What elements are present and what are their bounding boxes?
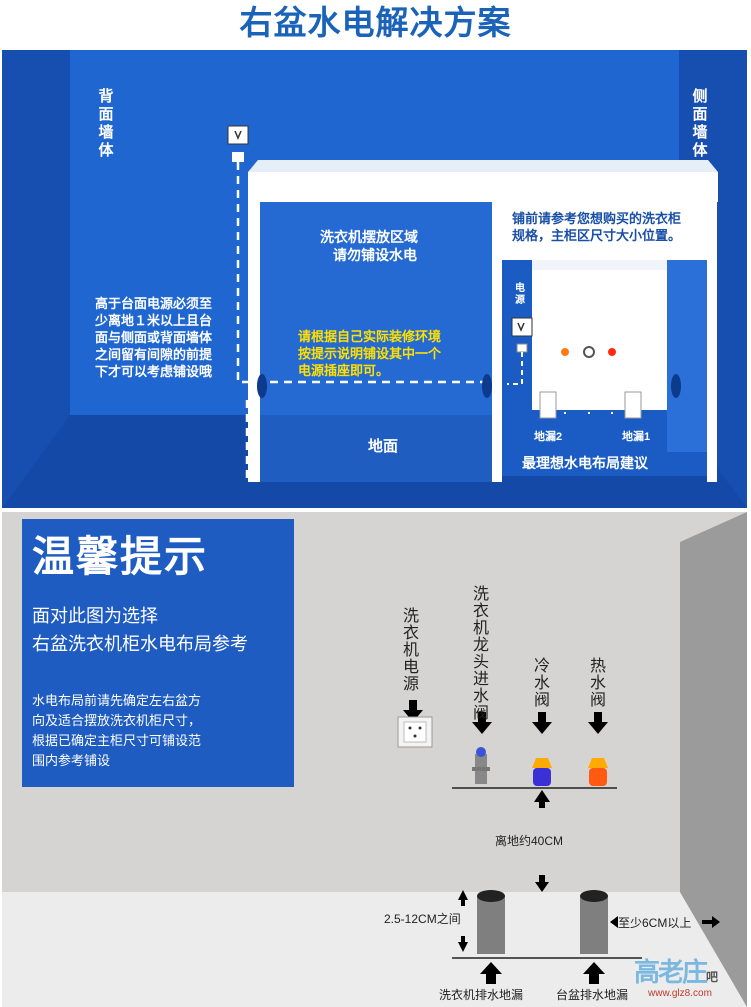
cabinet-note: 铺前请参考您想购买的洗衣柜 规格，主柜区尺寸大小位置。 [512, 210, 681, 244]
height-note-line: 高于台面电源必须至 [95, 296, 213, 311]
page-title: 右盆水电解决方案 [239, 4, 512, 41]
height-note: 高于台面电源必须至 少离地１米以上且台 面与侧面或背面墙体 之间留有间隙的前提 … [95, 295, 212, 380]
washer-area-label: 洗衣机摆放区域 [320, 229, 418, 245]
room-diagram: 背面墙体 侧面墙体 洗衣机摆放区域 请勿铺设水电 高于台面电源必须至 少离地１米… [2, 50, 747, 508]
drain1-label: 地漏1 [622, 431, 651, 443]
basin-drain-label: 台盆排水地漏 [556, 988, 629, 1002]
tips-paragraph-line: 围内参考铺设 [32, 753, 111, 768]
hot-valve-label: 热水阀 [607, 304, 617, 339]
tips-subtitle-2: 右盆洗衣机柜水电布局参考 [32, 634, 248, 654]
room-perspective [2, 50, 747, 508]
washer-valve-label: 洗衣机进水阀 [560, 272, 570, 343]
install-note: 请根据自己实际装修环境 按提示说明铺设其中一个 电源插座即可。 [298, 328, 441, 379]
cold-valve-label: 冷水阀 [584, 304, 594, 339]
height-note-line: 面与侧面或背面墙体 [95, 330, 213, 345]
tips-diagram: 温馨提示 面对此图为选择 右盆洗衣机柜水电布局参考 水电布局前请先确定左右盆方 … [2, 512, 747, 1007]
washer-drain-label: 洗衣机排水地漏 [439, 988, 524, 1002]
tips-subtitle-1: 面对此图为选择 [32, 606, 158, 626]
side-wall-label: 侧面墙体 [692, 88, 708, 159]
back-wall-label: 背面墙体 [98, 88, 114, 159]
cabinet-note-line: 铺前请参考您想购买的洗衣柜 [512, 211, 682, 226]
watermark-suffix: 吧 [706, 970, 719, 984]
washer-power-label: 洗衣机电源 [402, 608, 419, 693]
tips-paragraph: 水电布局前请先确定左右盆方 向及适合摆放洗衣机柜尺寸， 根据已确定主柜尺寸可铺设… [32, 691, 262, 771]
tips-heading: 温馨提示 [32, 533, 209, 580]
cabinet-note-line: 规格，主柜区尺寸大小位置。 [512, 228, 682, 243]
gap-range-label: 2.5-12CM之间 [384, 912, 461, 926]
tips-paragraph-line: 水电布局前请先确定左右盆方 [32, 693, 202, 708]
no-lay-label: 请勿铺设水电 [333, 247, 417, 263]
height-note-line: 下才可以考虑铺设哦 [95, 364, 213, 379]
power-label: 电源 [515, 283, 525, 306]
faucet-valve-label: 洗衣机龙头进水阀 [472, 586, 489, 722]
ideal-layout-label: 最理想水电布局建议 [522, 455, 648, 471]
watermark-logo: 高老庄吧 [634, 952, 718, 989]
height-label: 离地约40cm [562, 381, 622, 393]
install-note-line: 请根据自己实际装修环境 [298, 329, 442, 344]
watermark-url: www.glz8.com [648, 988, 712, 999]
tips-box: 温馨提示 面对此图为选择 右盆洗衣机柜水电布局参考 水电布局前请先确定左右盆方 … [22, 519, 294, 787]
floor-label: 地面 [368, 438, 399, 455]
drain2-label: 地漏2 [534, 431, 563, 443]
install-note-line: 按提示说明铺设其中一个 [298, 346, 442, 361]
hot-valve-label-lower: 热水阀 [589, 658, 606, 709]
watermark-logo-text: 高老庄 [634, 958, 708, 988]
cold-valve-label-lower: 冷水阀 [533, 658, 550, 709]
min-gap-label: 至少6CM以上 [618, 916, 692, 930]
watermark: 高老庄吧 www.glz8.com [628, 952, 746, 1006]
tips-paragraph-line: 根据已确定主柜尺寸可铺设范 [32, 733, 202, 748]
height-label-lower: 离地约40CM [495, 834, 564, 848]
install-note-line: 电源插座即可。 [298, 363, 390, 378]
tips-paragraph-line: 向及适合摆放洗衣机柜尺寸， [32, 713, 202, 728]
height-note-line: 之间留有间隙的前提 [95, 347, 213, 362]
height-note-line: 少离地１米以上且台 [95, 313, 213, 328]
